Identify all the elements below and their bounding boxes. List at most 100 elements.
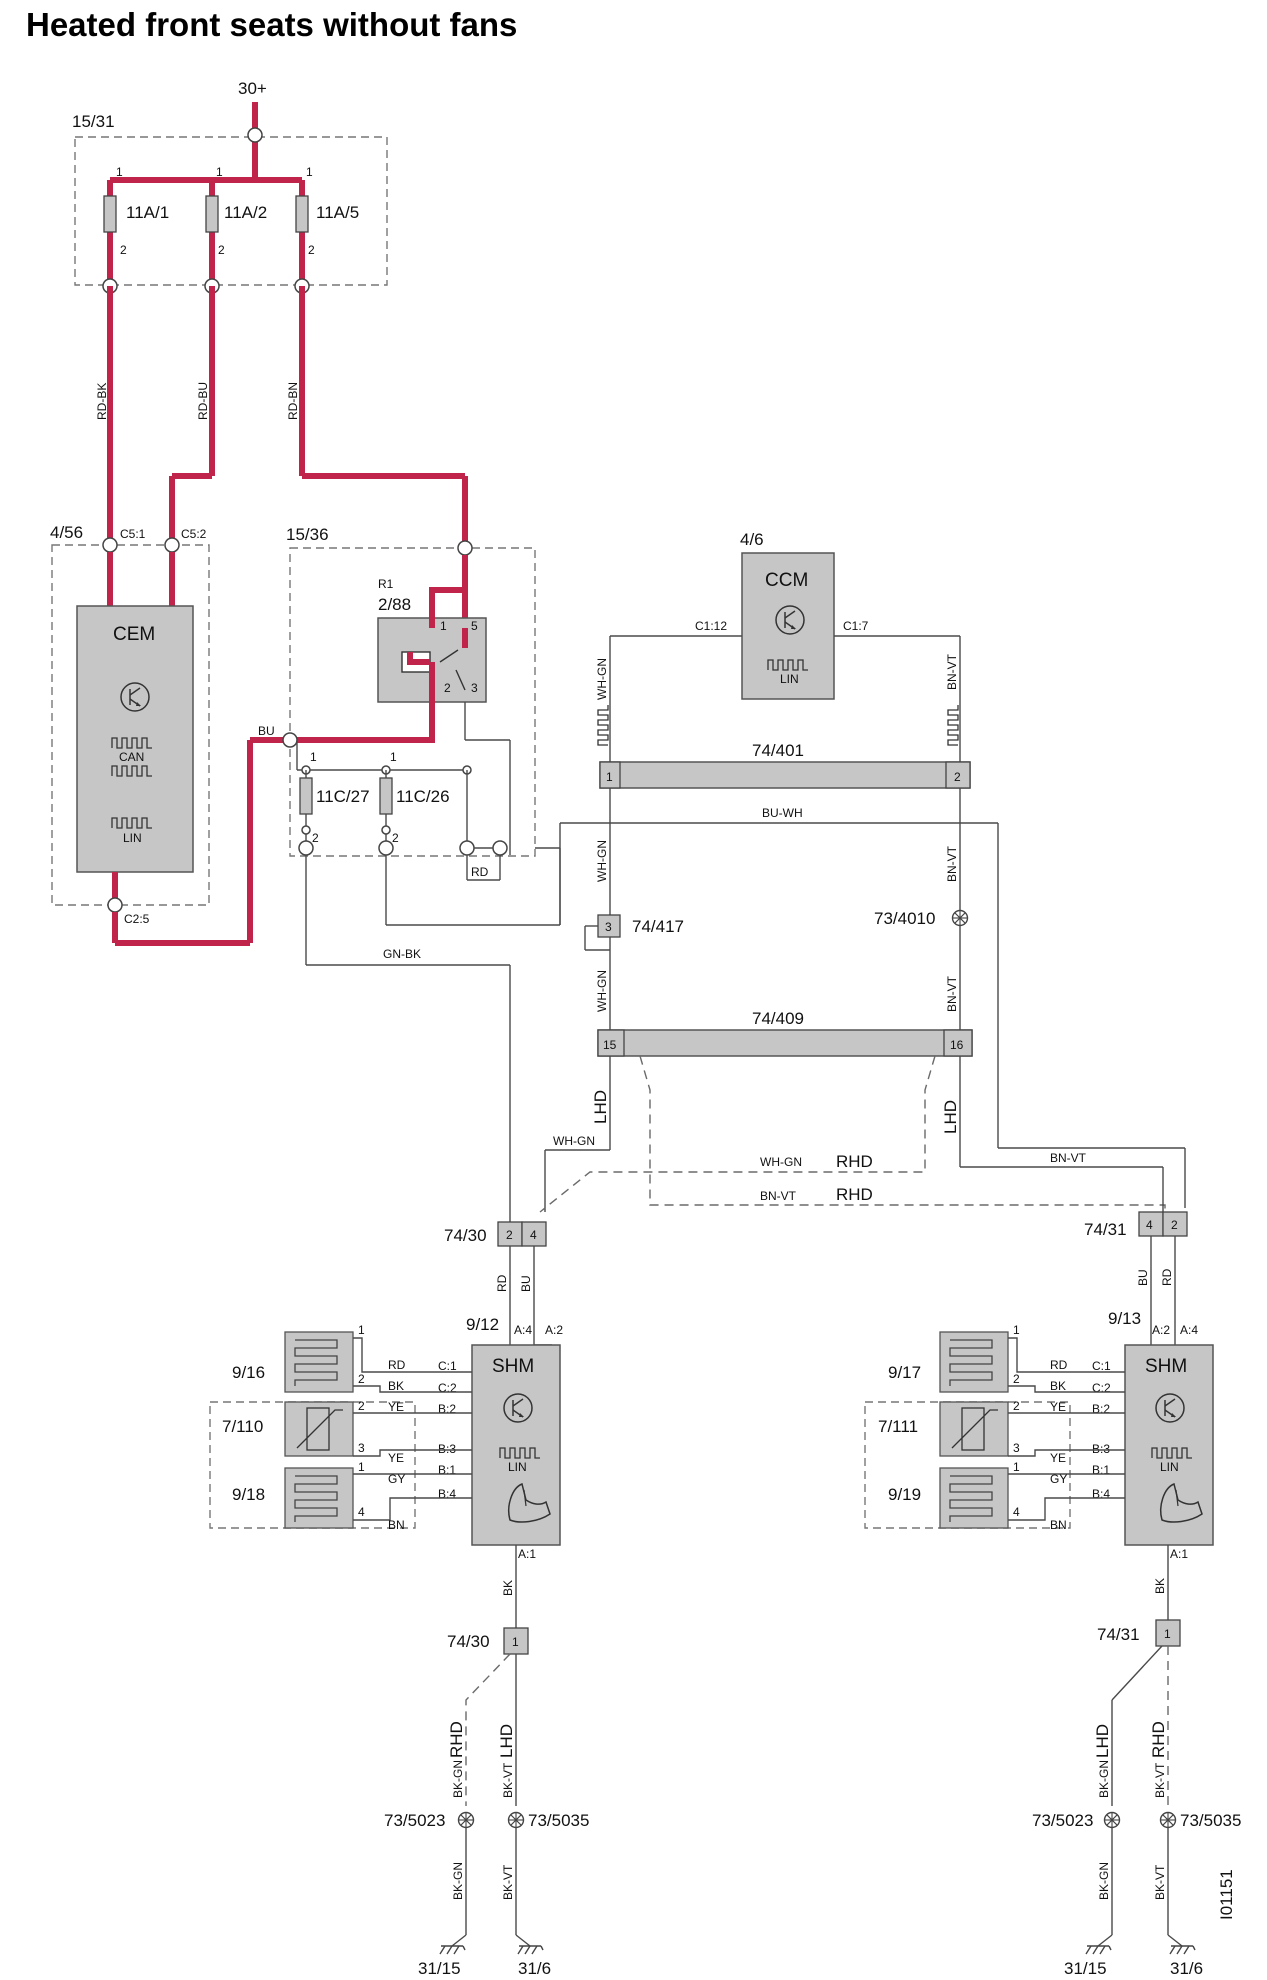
- svg-text:C1:7: C1:7: [843, 619, 869, 633]
- ground-31-15: [439, 1945, 466, 1955]
- svg-text:1: 1: [440, 619, 447, 633]
- svg-text:BU: BU: [1136, 1269, 1150, 1286]
- svg-text:YE: YE: [1050, 1400, 1066, 1414]
- fuse-11c26: [379, 777, 393, 815]
- svg-text:1: 1: [606, 770, 613, 784]
- svg-text:BK: BK: [388, 1379, 404, 1393]
- splice-73-5035: [1159, 1811, 1177, 1829]
- svg-text:15/36: 15/36: [286, 525, 329, 544]
- svg-text:2: 2: [1171, 1218, 1178, 1232]
- svg-text:LIN: LIN: [780, 672, 799, 686]
- splice-73-5023: [1103, 1811, 1121, 1829]
- fuse-label: 11A/1: [126, 203, 169, 222]
- ground-31-6: [1169, 1945, 1196, 1955]
- svg-text:B:2: B:2: [438, 1402, 456, 1416]
- svg-text:RHD: RHD: [836, 1152, 873, 1171]
- svg-text:C:2: C:2: [438, 1381, 457, 1395]
- svg-text:WH-GN: WH-GN: [553, 1134, 595, 1148]
- svg-text:4: 4: [530, 1228, 537, 1242]
- heater-element-9-16: [284, 1331, 354, 1393]
- svg-text:11C/27: 11C/27: [316, 787, 370, 806]
- connector-74-30: [497, 1221, 523, 1247]
- svg-text:B:3: B:3: [438, 1442, 456, 1456]
- svg-text:73/4010: 73/4010: [874, 909, 935, 928]
- svg-text:BK-GN: BK-GN: [451, 1760, 465, 1798]
- svg-text:A:2: A:2: [1152, 1323, 1170, 1337]
- svg-text:BU: BU: [519, 1275, 533, 1292]
- svg-text:B:2: B:2: [1092, 1402, 1110, 1416]
- svg-text:YE: YE: [388, 1400, 404, 1414]
- fuse-box-15-31: 15/31 30+ 11A/1 11A/2 11A/5 1 1 1 2 2 2: [72, 79, 388, 294]
- svg-text:3: 3: [605, 920, 612, 934]
- diagram-title: Heated front seats without fans: [26, 6, 518, 43]
- svg-text:2: 2: [444, 681, 451, 695]
- svg-text:31/15: 31/15: [418, 1959, 461, 1978]
- svg-text:RHD: RHD: [836, 1185, 873, 1204]
- svg-text:BK-VT: BK-VT: [501, 1762, 515, 1798]
- svg-text:2: 2: [218, 243, 225, 257]
- svg-text:1: 1: [358, 1460, 365, 1474]
- svg-text:BU-WH: BU-WH: [762, 806, 803, 820]
- svg-text:9/13: 9/13: [1108, 1309, 1141, 1328]
- svg-text:LIN: LIN: [1160, 1460, 1179, 1474]
- svg-text:B:4: B:4: [438, 1487, 456, 1501]
- svg-text:A:2: A:2: [545, 1323, 563, 1337]
- fuse-11a2: [205, 195, 219, 233]
- ground-31-6: [517, 1945, 544, 1955]
- svg-text:BK-GN: BK-GN: [451, 1862, 465, 1900]
- svg-text:LHD: LHD: [591, 1090, 610, 1124]
- svg-text:BK: BK: [501, 1580, 515, 1596]
- fuse-box-label: 15/31: [72, 112, 115, 131]
- svg-text:BK: BK: [1050, 1379, 1066, 1393]
- svg-text:2: 2: [1013, 1372, 1020, 1386]
- svg-text:C:1: C:1: [438, 1359, 457, 1373]
- svg-text:31/6: 31/6: [1170, 1959, 1203, 1978]
- svg-text:1: 1: [390, 750, 397, 764]
- svg-text:BK-GN: BK-GN: [1097, 1862, 1111, 1900]
- svg-text:3: 3: [471, 681, 478, 695]
- svg-text:9/19: 9/19: [888, 1485, 921, 1504]
- svg-text:74/30: 74/30: [444, 1226, 487, 1245]
- svg-text:B:3: B:3: [1092, 1442, 1110, 1456]
- left-seat-circuit: 74/30 2 4 RD BU 9/12 A:4 A:2 SHM LIN C:1…: [209, 1221, 589, 1978]
- svg-text:BN-VT: BN-VT: [945, 653, 959, 690]
- svg-text:1: 1: [1164, 1627, 1171, 1641]
- wire-bn-vt: BN-VT BN-VT 73/4010: [874, 788, 969, 1030]
- wire-color: RD-BN: [286, 382, 300, 420]
- svg-text:73/5035: 73/5035: [1180, 1811, 1241, 1830]
- svg-text:RHD: RHD: [447, 1721, 466, 1758]
- svg-text:4/6: 4/6: [740, 530, 764, 549]
- svg-text:4: 4: [358, 1505, 365, 1519]
- svg-text:1: 1: [216, 165, 223, 179]
- fuse-11c27: [299, 777, 313, 815]
- svg-text:C:1: C:1: [1092, 1359, 1111, 1373]
- right-seat-circuit: 74/31 4 2 BU RD 9/13 A:2 A:4 SHM LIN C:1…: [864, 1211, 1241, 1978]
- svg-text:A:1: A:1: [518, 1547, 536, 1561]
- svg-text:BK-GN: BK-GN: [1097, 1760, 1111, 1798]
- svg-text:RD: RD: [1160, 1268, 1174, 1286]
- connector-74-409: 74/409 15 16: [597, 1009, 973, 1057]
- svg-text:2: 2: [954, 770, 961, 784]
- wires-11c: GN-BK: [305, 847, 561, 1225]
- splice-73-4010: [951, 909, 969, 927]
- svg-text:WH-GN: WH-GN: [760, 1155, 802, 1169]
- splice-73-5023: [457, 1811, 475, 1829]
- svg-text:C5:2: C5:2: [181, 527, 207, 541]
- svg-text:1: 1: [1013, 1460, 1020, 1474]
- svg-text:74/409: 74/409: [752, 1009, 804, 1028]
- svg-text:WH-GN: WH-GN: [595, 658, 609, 700]
- svg-text:BU: BU: [258, 724, 275, 738]
- heater-element-9-17: [939, 1331, 1009, 1393]
- fuse-11a5: [295, 195, 309, 233]
- svg-text:BK-VT: BK-VT: [1153, 1864, 1167, 1900]
- svg-text:2: 2: [1013, 1399, 1020, 1413]
- ground-31-15: [1085, 1945, 1112, 1955]
- svg-text:3: 3: [358, 1441, 365, 1455]
- svg-text:RHD: RHD: [1149, 1721, 1168, 1758]
- svg-text:R1: R1: [378, 577, 394, 591]
- svg-text:B:1: B:1: [438, 1463, 456, 1477]
- svg-text:74/417: 74/417: [632, 917, 684, 936]
- svg-text:2/88: 2/88: [378, 595, 411, 614]
- svg-text:1: 1: [1013, 1323, 1020, 1337]
- svg-text:2: 2: [506, 1228, 513, 1242]
